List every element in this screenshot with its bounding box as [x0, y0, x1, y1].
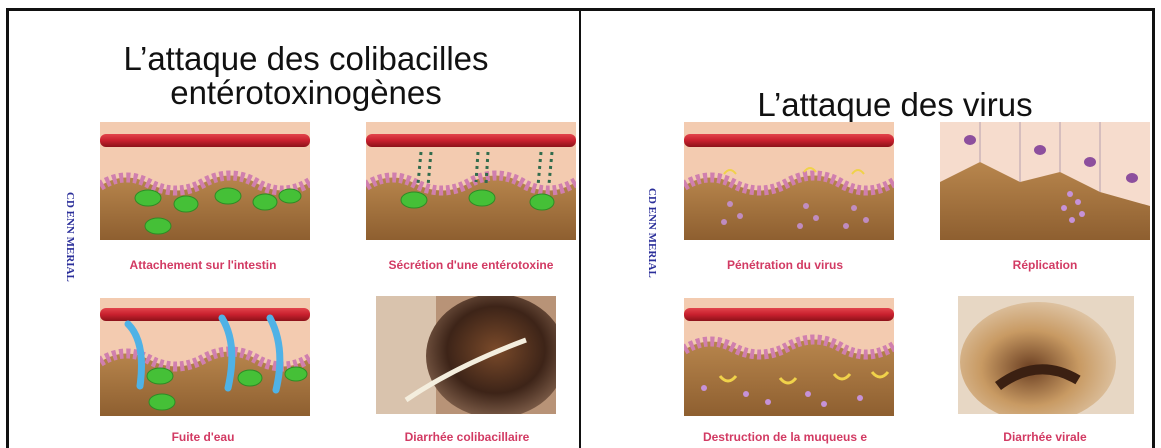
virus-penetration-diagram — [684, 122, 894, 240]
caption-attachement: Attachement sur l'intestin — [129, 258, 277, 272]
caption-diarrhee-virale: Diarrhée virale — [1003, 430, 1087, 444]
caption-diarrhee-colibacillaire: Diarrhée colibacillaire — [404, 430, 530, 444]
caption-penetration: Pénétration du virus — [726, 258, 844, 272]
caption-destruction: Destruction de la muqueus e — [702, 430, 868, 444]
panel-divider — [579, 8, 581, 448]
viral-diarrhea-photo — [958, 296, 1134, 414]
left-vertical-credit: CD ENN MERIAL — [64, 192, 76, 282]
bacteria-attaching-diagram — [100, 122, 310, 240]
replication-diagram — [940, 122, 1150, 240]
caption-fuite-eau: Fuite d'eau — [171, 430, 235, 444]
right-title: L’attaque des virus — [757, 86, 1033, 123]
caption-secretion: Sécrétion d'une entérotoxine — [388, 258, 554, 272]
mucosa-destruction-diagram — [684, 298, 894, 416]
right-vertical-credit: CD ENN MERIAL — [646, 188, 658, 278]
water-leak-diagram — [100, 298, 310, 416]
caption-replication: Réplication — [1012, 258, 1078, 272]
enterotoxin-secretion-diagram — [366, 122, 576, 240]
left-title: L’attaque des colibacilles entérotoxinog… — [123, 40, 489, 111]
colibacillary-diarrhea-photo — [376, 296, 556, 414]
